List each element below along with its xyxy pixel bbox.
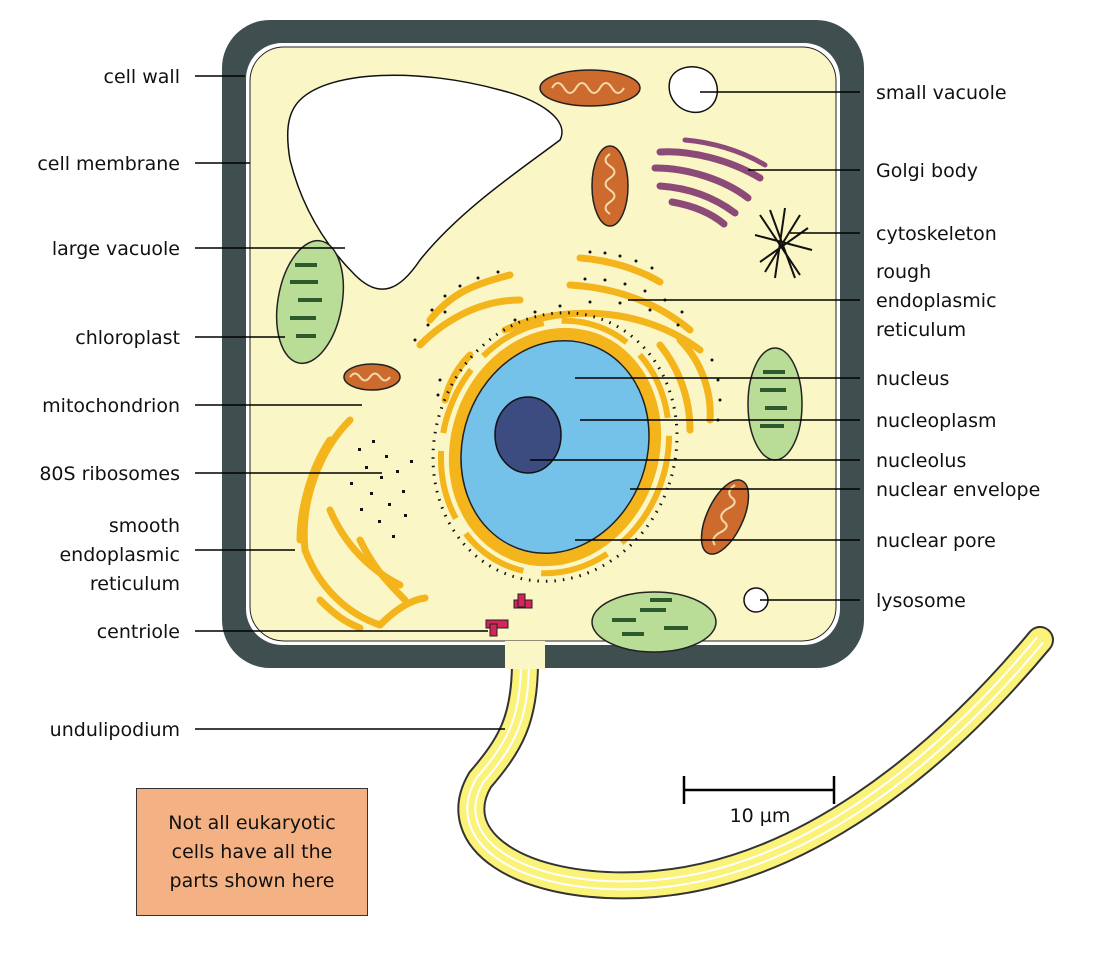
label-lysosome: lysosome	[876, 590, 966, 612]
label-undulipodium: undulipodium	[50, 719, 180, 741]
mitochondrion-1	[540, 70, 640, 106]
scale-bar-label: 10 µm	[700, 805, 820, 827]
label-nucleoplasm: nucleoplasm	[876, 410, 997, 432]
chloroplast-2	[748, 348, 802, 460]
label-rough-er-line2: endoplasmic	[876, 290, 997, 312]
label-rough-er-line1: rough	[876, 261, 931, 283]
nucleolus	[495, 397, 561, 473]
chloroplast-3	[592, 592, 716, 652]
label-rough-er-line3: reticulum	[876, 319, 966, 341]
label-centriole: centriole	[97, 621, 180, 643]
label-cell-membrane: cell membrane	[37, 153, 180, 175]
label-large-vacuole: large vacuole	[52, 238, 180, 260]
label-cytoskeleton: cytoskeleton	[876, 223, 997, 245]
label-nucleolus: nucleolus	[876, 450, 966, 472]
scale-bar	[684, 776, 834, 804]
undulipodium	[471, 640, 1040, 885]
label-golgi: Golgi body	[876, 160, 978, 182]
undulipodium-base	[505, 641, 545, 669]
mitochondrion-3	[344, 364, 400, 390]
label-mitochondrion: mitochondrion	[42, 395, 180, 417]
label-nuclear-envelope: nuclear envelope	[876, 479, 1040, 501]
note-box: Not all eukaryotic cells have all the pa…	[136, 788, 368, 916]
label-nuclear-pore: nuclear pore	[876, 530, 996, 552]
note-line-1: Not all eukaryotic	[168, 809, 335, 838]
label-nucleus: nucleus	[876, 368, 949, 390]
label-smooth-er-line2: endoplasmic	[59, 544, 180, 566]
label-chloroplast: chloroplast	[75, 327, 180, 349]
note-line-3: parts shown here	[170, 867, 335, 896]
label-ribosomes: 80S ribosomes	[39, 463, 180, 485]
label-smooth-er-line1: smooth	[109, 515, 180, 537]
label-cell-wall: cell wall	[104, 66, 180, 88]
mitochondrion-2	[592, 146, 628, 226]
label-small-vacuole: small vacuole	[876, 82, 1007, 104]
note-line-2: cells have all the	[172, 838, 333, 867]
label-smooth-er-line3: reticulum	[90, 573, 180, 595]
